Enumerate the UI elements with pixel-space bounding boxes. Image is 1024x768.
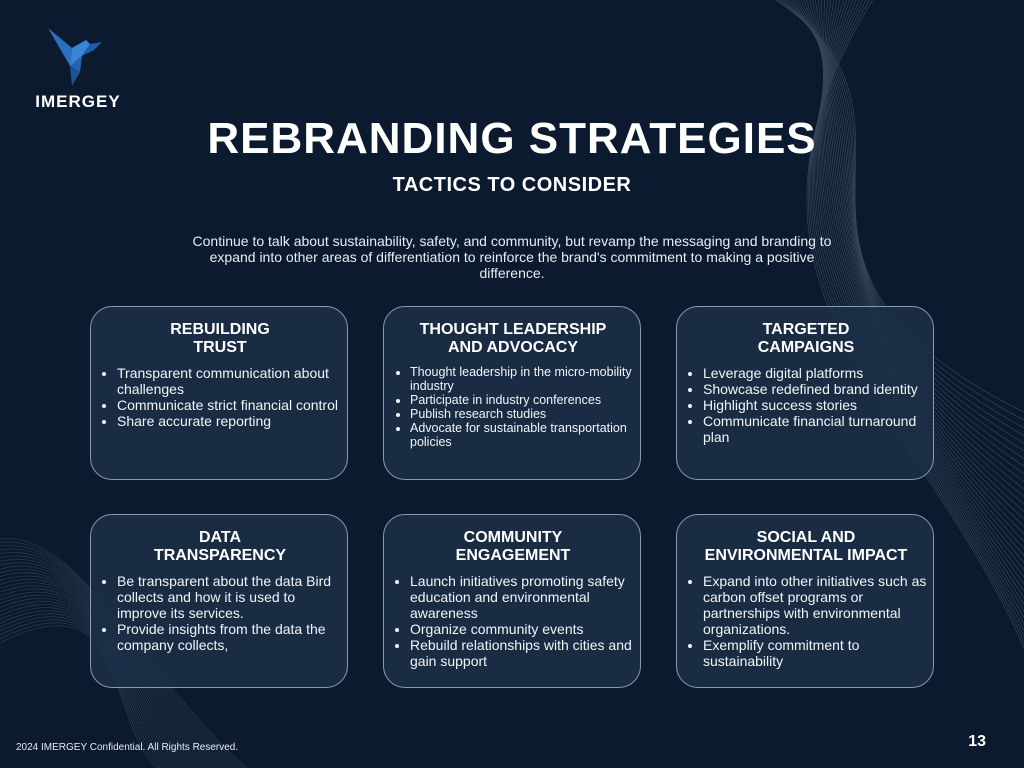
- card-thought-leadership: THOUGHT LEADERSHIP AND ADVOCACY Thought …: [383, 306, 641, 480]
- card-title: REBUILDING TRUST: [170, 321, 270, 356]
- list-item: Showcase redefined brand identity: [703, 381, 927, 397]
- list-item: Communicate financial turnaround plan: [703, 413, 927, 445]
- card-bullet-list: Thought leadership in the micro-mobility…: [392, 365, 634, 449]
- list-item: Exemplify commitment to sustainability: [703, 637, 927, 669]
- list-item: Highlight success stories: [703, 397, 927, 413]
- footer-copyright: 2024 IMERGEY Confidential. All Rights Re…: [16, 742, 239, 753]
- card-title: COMMUNITY ENGAGEMENT: [455, 529, 571, 564]
- card-social-environmental-impact: SOCIAL AND ENVIRONMENTAL IMPACT Expand i…: [676, 514, 934, 688]
- list-item: Communicate strict financial control: [117, 397, 341, 413]
- card-title: TARGETED CAMPAIGNS: [757, 321, 855, 356]
- intro-paragraph: Continue to talk about sustainability, s…: [192, 233, 832, 281]
- bird-logo-icon: [48, 28, 102, 86]
- card-data-transparency: DATA TRANSPARENCY Be transparent about t…: [90, 514, 348, 688]
- card-title: SOCIAL AND ENVIRONMENTAL IMPACT: [704, 529, 908, 564]
- page-title: REBRANDING STRATEGIES: [207, 114, 817, 163]
- card-rebuilding-trust: REBUILDING TRUST Transparent communicati…: [90, 306, 348, 480]
- list-item: Participate in industry conferences: [410, 393, 634, 407]
- card-bullet-list: Expand into other initiatives such as ca…: [685, 573, 927, 669]
- page-number: 13: [968, 733, 986, 750]
- list-item: Leverage digital platforms: [703, 365, 927, 381]
- list-item: Launch initiatives promoting safety educ…: [410, 573, 634, 621]
- list-item: Share accurate reporting: [117, 413, 341, 429]
- brand-name: IMERGEY: [35, 92, 121, 111]
- card-community-engagement: COMMUNITY ENGAGEMENT Launch initiatives …: [383, 514, 641, 688]
- card-bullet-list: Leverage digital platforms Showcase rede…: [685, 365, 927, 445]
- card-title: DATA TRANSPARENCY: [153, 529, 287, 564]
- list-item: Be transparent about the data Bird colle…: [117, 573, 341, 621]
- list-item: Rebuild relationships with cities and ga…: [410, 637, 634, 669]
- list-item: Thought leadership in the micro-mobility…: [410, 365, 634, 393]
- list-item: Expand into other initiatives such as ca…: [703, 573, 927, 637]
- card-title: THOUGHT LEADERSHIP AND ADVOCACY: [419, 321, 607, 356]
- list-item: Publish research studies: [410, 407, 634, 421]
- list-item: Advocate for sustainable transportation …: [410, 421, 634, 449]
- card-bullet-list: Transparent communication about challeng…: [99, 365, 341, 429]
- card-targeted-campaigns: TARGETED CAMPAIGNS Leverage digital plat…: [676, 306, 934, 480]
- list-item: Provide insights from the data the compa…: [117, 621, 341, 653]
- list-item: Transparent communication about challeng…: [117, 365, 341, 397]
- list-item: Organize community events: [410, 621, 634, 637]
- brand-logo: IMERGEY: [28, 26, 128, 112]
- card-bullet-list: Launch initiatives promoting safety educ…: [392, 573, 634, 669]
- card-bullet-list: Be transparent about the data Bird colle…: [99, 573, 341, 653]
- page-subtitle: TACTICS TO CONSIDER: [392, 174, 632, 196]
